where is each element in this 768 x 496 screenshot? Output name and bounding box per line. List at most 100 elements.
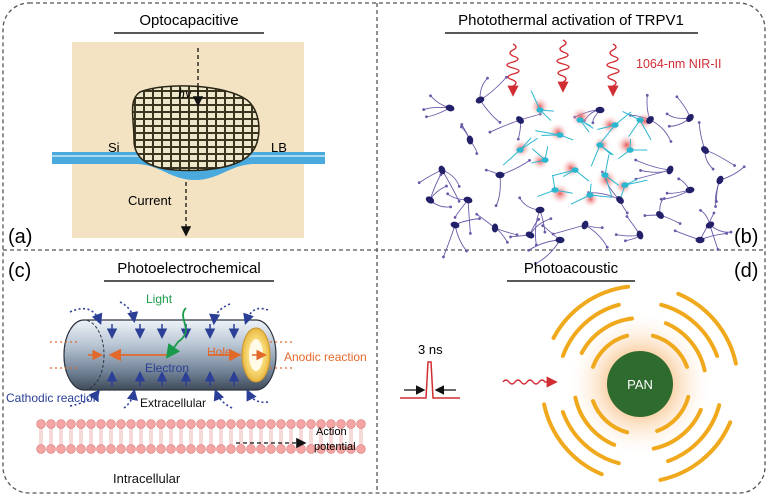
dendrite-tip: [699, 208, 702, 212]
acoustic-arc: [659, 302, 720, 358]
heat-spot: [599, 114, 621, 136]
dendrite-tip: [449, 205, 453, 209]
si-label: Si: [108, 140, 120, 155]
trpv1-neuron-body: [601, 172, 609, 178]
lipid-head-bottom: [246, 444, 256, 454]
lipid-head-top: [76, 419, 86, 429]
cyan-dendrite: [502, 149, 521, 166]
lipid-head-bottom: [146, 444, 156, 454]
neuron-body: [466, 135, 474, 145]
si-particle: [131, 85, 260, 172]
lipid-head-top: [196, 419, 206, 429]
cathodic-label: Cathodic reaction: [6, 391, 99, 405]
neuron-dendrite: [704, 149, 735, 166]
dendrite-tip: [422, 108, 426, 111]
panel-a-title: Optocapacitive: [139, 12, 238, 29]
dendrite-tip: [677, 177, 681, 181]
curved-arrow-6: [123, 388, 138, 409]
lipid-head-bottom: [316, 444, 326, 454]
lipid-head-top: [336, 419, 346, 429]
lipid-head-bottom: [286, 444, 296, 454]
neuron-dendrite: [635, 159, 671, 171]
dendrite-tip: [733, 164, 736, 167]
lipid-head-bottom: [276, 444, 286, 454]
cyan-dendrite: [570, 194, 591, 205]
extracellular-label: Extracellular: [140, 396, 206, 410]
neuron-body: [666, 165, 674, 175]
lipid-head-bottom: [86, 444, 96, 454]
acoustic-arc: [666, 403, 722, 464]
lipid-head-top: [46, 419, 56, 429]
tube-cathode-end: [63, 319, 105, 391]
neuron-body: [616, 196, 624, 204]
dendrite-tip: [591, 121, 595, 125]
dendrite-tip: [506, 240, 509, 244]
lipid-head-bottom: [126, 444, 136, 454]
lipid-head-top: [346, 419, 356, 429]
lipid-head-top: [226, 419, 236, 429]
neuron-body: [581, 220, 589, 230]
neuron-dendrite: [499, 160, 530, 176]
dendrite-tip: [518, 196, 522, 200]
lipid-head-bottom: [186, 444, 196, 454]
acoustic-arc: [651, 407, 703, 451]
dendrite-tip: [716, 247, 720, 251]
lipid-head-top: [126, 419, 136, 429]
lipid-head-top: [326, 419, 336, 429]
neuron-dendrite: [467, 199, 471, 234]
trpv1-neuron-body: [571, 167, 579, 173]
lipid-head-top: [276, 419, 286, 429]
lipid-head-top: [156, 419, 166, 429]
dendrite-tip: [634, 158, 638, 162]
lipid-head-top: [296, 419, 306, 429]
neuron-dendrite: [709, 224, 719, 250]
panel-c-letter: (c): [8, 260, 31, 282]
cyan-dendrite: [589, 194, 613, 198]
dendrite-tip: [711, 167, 715, 171]
dendrite-tip: [697, 121, 701, 124]
acoustic-arc: [676, 291, 738, 366]
lipid-head-top: [266, 419, 276, 429]
panel-b: Photothermal activation of TRPV1 1064-nm…: [417, 12, 758, 266]
action-label-1: Action: [316, 426, 347, 438]
current-label: Current: [128, 193, 172, 208]
panel-d: Photoacoustic 3 ns PAN (d): [400, 260, 758, 482]
cell-membrane: [36, 419, 366, 454]
dendrite-tip: [498, 120, 502, 124]
trpv1-neuron-body: [541, 157, 549, 163]
neuron-body: [438, 165, 446, 175]
neuron-network: [417, 75, 746, 266]
dendrite-tip: [712, 211, 716, 215]
lipid-head-top: [116, 419, 126, 429]
panel-a: Optocapacitive hν Si LB Current (a): [8, 12, 325, 248]
dendrite-tip: [446, 192, 450, 196]
dendrite-tip: [678, 222, 682, 225]
lipid-head-top: [166, 419, 176, 429]
neuron-dendrite: [429, 174, 442, 201]
neuron-body: [695, 236, 705, 244]
dendrite-tip: [475, 212, 479, 216]
neuron-body: [445, 104, 455, 112]
neuron-body: [555, 236, 565, 244]
neuron-dendrite: [640, 169, 671, 173]
lipid-head-top: [136, 419, 146, 429]
neuron-dendrite: [584, 224, 608, 248]
incoming-light-wave: [502, 376, 558, 388]
pulse-waveform: [400, 361, 460, 399]
lipid-head-bottom: [66, 444, 76, 454]
pulse-duration-label: 3 ns: [418, 342, 443, 357]
neuron-dendrite: [494, 227, 518, 236]
heat-spot: [547, 121, 569, 143]
neuron-body: [475, 96, 485, 104]
trpv1-neuron-body: [556, 132, 564, 138]
dendrite-tip: [425, 115, 428, 119]
dendrite-tip: [665, 191, 669, 195]
acoustic-arc: [551, 284, 631, 340]
neuron-dendrite: [528, 239, 561, 251]
lipid-head-bottom: [236, 444, 246, 454]
lipid-head-top: [286, 419, 296, 429]
blue-arrows: [106, 324, 240, 386]
neuron-body: [656, 211, 664, 219]
curved-arrow-2: [119, 301, 139, 324]
